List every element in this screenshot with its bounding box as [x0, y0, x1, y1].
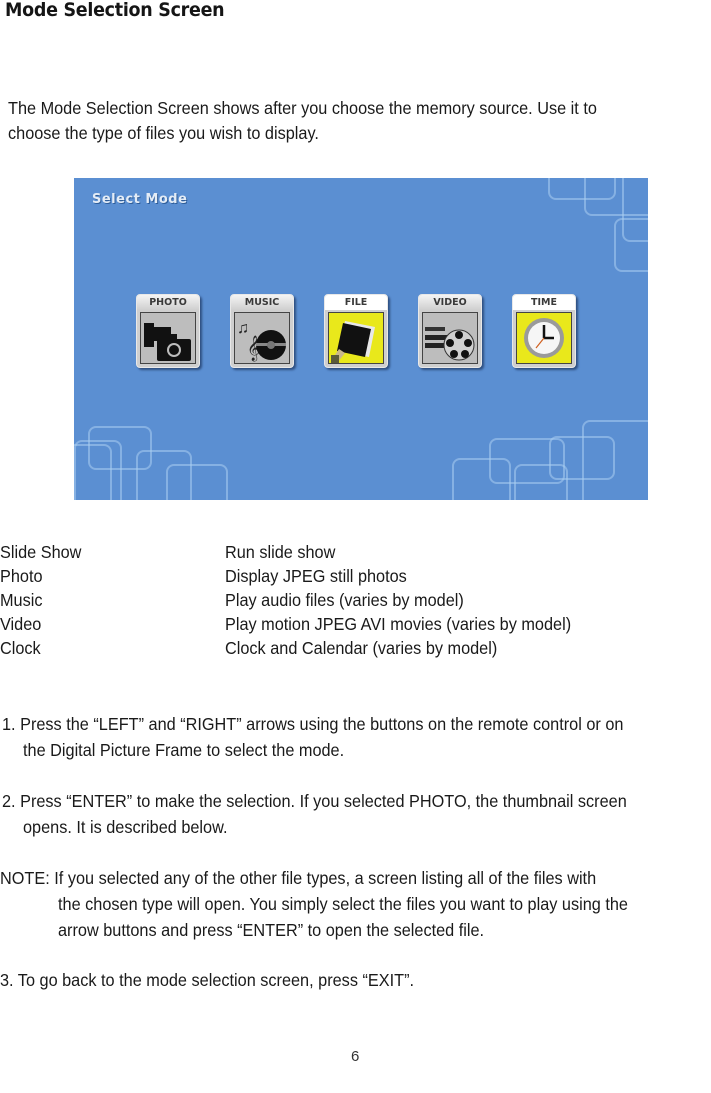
definition-term: Video [0, 614, 42, 634]
intro-paragraph: The Mode Selection Screen shows after yo… [8, 96, 659, 146]
decorative-frame [489, 438, 565, 484]
definition-row: Clock Clock and Calendar (varies by mode… [0, 636, 711, 660]
definition-row: Slide Show Run slide show [0, 540, 711, 564]
mode-label: PHOTO [137, 295, 199, 310]
step-2-line: opens. It is described below. [23, 817, 228, 837]
decorative-frame [584, 178, 648, 216]
note-line: NOTE: If you selected any of the other f… [0, 868, 597, 888]
mode-label: VIDEO [419, 295, 481, 310]
step-1-line: the Digital Picture Frame to select the … [23, 740, 345, 760]
definition-description: Play audio files (varies by model) [225, 590, 464, 610]
mode-tile-video[interactable]: VIDEO [418, 294, 482, 368]
mode-tile-time[interactable]: TIME [512, 294, 576, 368]
decorative-frame [74, 440, 122, 500]
definition-description: Play motion JPEG AVI movies (varies by m… [225, 614, 572, 634]
mode-label: FILE [325, 295, 387, 310]
music-cd-icon: ♫ 𝄞 [234, 312, 290, 364]
decorative-frame [452, 458, 511, 500]
mode-definitions-list: Slide Show Run slide show Photo Display … [0, 540, 711, 660]
camera-icon [140, 312, 196, 364]
step-1-line: 1. Press the “LEFT” and “RIGHT” arrows u… [2, 714, 624, 734]
definition-description: Clock and Calendar (varies by model) [225, 638, 498, 658]
definition-term: Photo [0, 566, 43, 586]
definition-term: Music [0, 590, 43, 610]
mode-label: TIME [513, 295, 575, 310]
definition-term: Clock [0, 638, 41, 658]
screen-title: Select Mode [92, 192, 188, 207]
decorative-frame [514, 464, 568, 500]
folder-icon [328, 312, 384, 364]
clock-icon [516, 312, 572, 364]
page-number: 6 [351, 1048, 360, 1065]
mode-tile-file[interactable]: FILE [324, 294, 388, 368]
mode-label: MUSIC [231, 295, 293, 310]
svg-text:♫: ♫ [237, 320, 249, 337]
definition-row: Photo Display JPEG still photos [0, 564, 711, 588]
definition-row: Video Play motion JPEG AVI movies (varie… [0, 612, 711, 636]
decorative-frame [548, 178, 616, 200]
page-title: Mode Selection Screen [5, 0, 225, 21]
step-2-line: 2. Press “ENTER” to make the selection. … [2, 791, 627, 811]
decorative-frame [74, 444, 112, 500]
decorative-frame [582, 420, 648, 500]
intro-line: choose the type of files you wish to dis… [8, 123, 319, 143]
film-reel-icon [422, 312, 478, 364]
note-line: arrow buttons and press “ENTER” to open … [58, 920, 485, 940]
intro-line: The Mode Selection Screen shows after yo… [8, 98, 597, 118]
note-line: the chosen type will open. You simply se… [58, 894, 628, 914]
decorative-frame [614, 218, 648, 272]
mode-tile-music[interactable]: MUSIC ♫ 𝄞 [230, 294, 294, 368]
decorative-frame [166, 464, 228, 500]
definition-description: Display JPEG still photos [225, 566, 407, 586]
mode-icon-row: PHOTO MUSIC ♫ 𝄞 [136, 294, 576, 368]
decorative-frame [622, 178, 648, 242]
definition-description: Run slide show [225, 542, 336, 562]
mode-tile-photo[interactable]: PHOTO [136, 294, 200, 368]
definition-row: Music Play audio files (varies by model) [0, 588, 711, 612]
step-3-line: 3. To go back to the mode selection scre… [0, 970, 415, 990]
decorative-frame [136, 450, 192, 500]
mode-selection-screenshot: Select Mode PHOTO MUSIC ♫ 𝄞 [74, 178, 648, 500]
definition-term: Slide Show [0, 542, 82, 562]
